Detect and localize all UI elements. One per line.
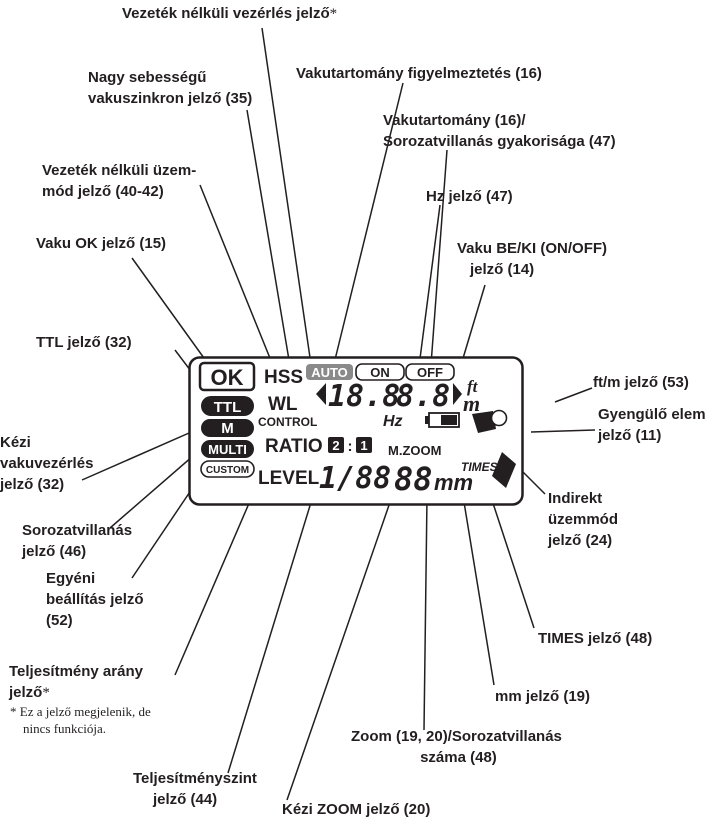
label-manual: Kézi vakuvezérlés jelző (32): [0, 434, 94, 493]
leader-mm: [462, 495, 495, 686]
range-digits: 18.8: [328, 379, 400, 414]
label-flash-range-warning: Vakutartomány figyelmeztetés (16): [296, 65, 542, 82]
ratio-a-box: [328, 437, 344, 453]
label-ttl: TTL jelző (32): [36, 334, 132, 351]
label-custom: Egyéni beállítás jelző (52): [46, 570, 144, 629]
flash-ok-indicator: OK: [211, 365, 244, 390]
custom-indicator: CUSTOM: [206, 465, 249, 476]
label-multi: Sorozatvillanás jelző (46): [22, 522, 133, 560]
level-indicator: LEVEL: [258, 468, 320, 489]
leader-times: [487, 487, 535, 629]
off-box: [405, 363, 455, 381]
times-indicator: TIMES: [461, 460, 498, 474]
multi-indicator: MULTI: [208, 442, 247, 457]
bounce-head-icon: [472, 411, 496, 433]
label-times: TIMES jelző (48): [538, 630, 653, 647]
ttl-indicator: TTL: [214, 399, 242, 416]
control-indicator: CONTROL: [258, 415, 317, 429]
label-flash-ok: Vaku OK jelző (15): [36, 235, 167, 252]
m-indicator: M: [221, 420, 234, 437]
bounce-reflector-icon: [490, 409, 508, 427]
ratio-indicator: RATIO: [265, 436, 323, 457]
ttl-pill: [201, 396, 254, 416]
leader-flash-range-warning: [329, 82, 404, 381]
hss-indicator: HSS: [264, 367, 303, 388]
label-manual-zoom: Kézi ZOOM jelző (20): [282, 801, 431, 818]
lcd-panel: OK HSS AUTO ON OFF TTL M MULTI CUSTOM WL…: [188, 356, 524, 506]
leader-wireless-mode: [199, 184, 279, 379]
leader-manual: [81, 425, 206, 481]
leader-wireless-control: [261, 27, 315, 386]
ft-indicator: ft: [467, 377, 479, 396]
battery-level: [441, 415, 457, 425]
label-ft-m: ft/m jelző (53): [593, 374, 689, 391]
on-indicator: ON: [370, 365, 390, 380]
label-flash-range: Vakutartomány (16)/ Sorozatvillanás gyak…: [383, 112, 616, 150]
label-wireless-mode: Vezeték nélküli üzem- mód jelző (40-42): [42, 162, 197, 200]
leader-flash-ok: [131, 257, 215, 373]
mzoom-indicator: M.ZOOM: [388, 443, 441, 458]
multi-pill: [201, 440, 254, 458]
leader-low-battery: [530, 429, 596, 433]
leader-manual-zoom: [286, 455, 407, 801]
label-level: Teljesítményszint jelző (44): [133, 770, 257, 808]
auto-box: [306, 364, 353, 380]
range-digits-2: 8.8: [396, 379, 450, 414]
auto-indicator: AUTO: [311, 365, 348, 380]
m-unit-indicator: m: [463, 391, 480, 416]
ratio-colon: :: [348, 438, 353, 455]
label-ratio: Teljesítmény arány jelző*: [9, 663, 143, 701]
range-warning-arrow-right: [453, 383, 462, 405]
ratio-b: 1: [360, 438, 367, 453]
mm-indicator: mm: [434, 470, 473, 495]
leader-level: [227, 472, 321, 774]
off-indicator: OFF: [417, 365, 443, 380]
m-pill: [201, 419, 254, 437]
level-digits: 1/88: [319, 461, 391, 496]
hz-indicator: Hz: [383, 413, 403, 430]
footnote: * Ez a jelző megjelenik, de nincs funkci…: [10, 704, 151, 736]
leader-flash-range: [429, 149, 448, 379]
on-box: [355, 363, 405, 381]
label-hss: Nagy sebességű vakuszinkron jelző (35): [88, 69, 253, 107]
leader-ft-m: [554, 387, 593, 403]
asterisk-mark: *: [329, 6, 338, 22]
label-hz: Hz jelző (47): [426, 188, 513, 205]
bounce-body-icon: [492, 452, 516, 488]
custom-pill: [200, 460, 255, 478]
leader-hss: [246, 109, 290, 361]
flash-ok-box: [198, 361, 256, 392]
asterisk-mark: *: [42, 685, 50, 701]
lcd-frame: [188, 356, 524, 506]
range-warning-arrow-left: [316, 383, 326, 405]
label-mm: mm jelző (19): [495, 688, 591, 705]
label-bounce: Indirekt üzemmód jelző (24): [548, 490, 619, 549]
label-wireless-control: Vezeték nélküli vezérlés jelző*: [122, 5, 338, 22]
label-zoom: Zoom (19, 20)/Sorozatvillanás száma (48): [351, 728, 562, 766]
wl-indicator: WL: [268, 394, 298, 415]
zoom-digits: 88: [394, 460, 433, 498]
battery-tip: [425, 416, 429, 424]
ratio-b-box: [356, 437, 372, 453]
ratio-a: 2: [332, 438, 339, 453]
label-low-battery: Gyengülő elem jelző (11): [598, 406, 706, 444]
label-flash-on-off: Vaku BE/KI (ON/OFF) jelző (14): [457, 240, 608, 278]
leader-zoom: [423, 496, 428, 731]
